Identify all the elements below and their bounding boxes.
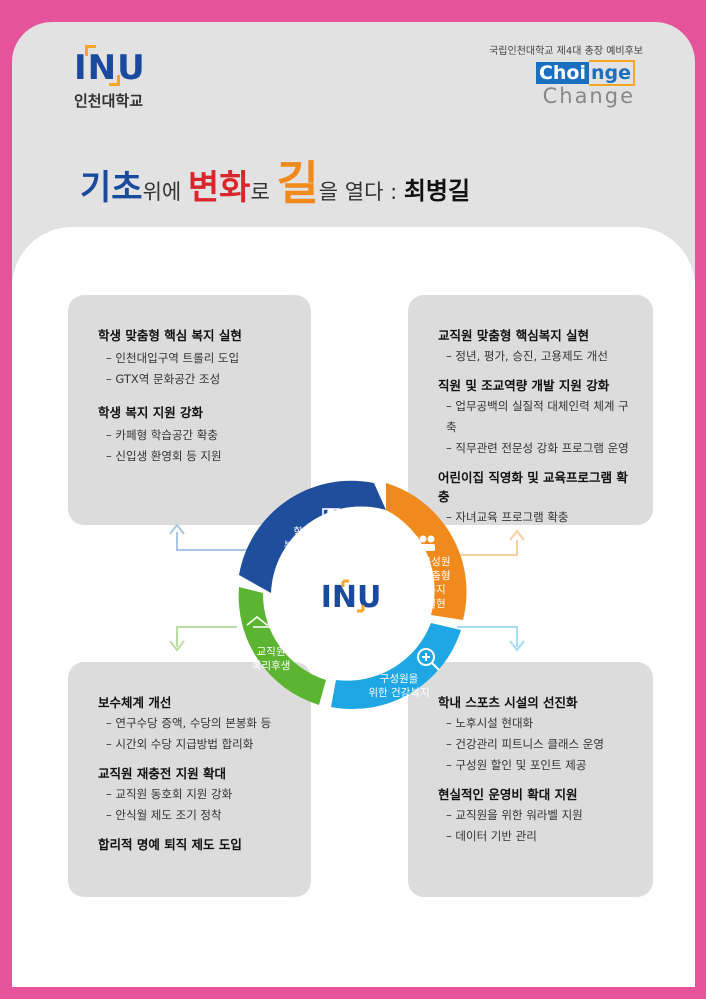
welfare-cycle-diagram: INU 학생 복지지원 구성원 맞춤형 복지 실현 구성원을 위한 건강복지 시… — [169, 480, 525, 713]
seg3-label-1: 구성원을 — [380, 673, 419, 685]
slogan-choi: Choi — [535, 62, 589, 84]
arrow-member — [452, 540, 518, 556]
headline-w6: 을 열다 : — [318, 180, 404, 204]
candidate-tagline: 국립인천대학교 제4대 총장 예비후보 — [489, 46, 643, 57]
headline-w2: 위에 — [142, 180, 188, 204]
student-desk-icon — [321, 508, 341, 524]
list-item: 교직원을 위한 워라벨 지원 — [438, 805, 633, 826]
seg1-label-1: 학생 — [293, 526, 312, 538]
card-title: 학내 스포츠 시설의 선진화 — [438, 695, 578, 710]
list-item: 교직원 동호회 지원 강화 — [98, 784, 291, 805]
list-item: 인천대입구역 트롤리 도입 — [98, 348, 291, 369]
list-item: 시간외 수당 지급방법 합리화 — [98, 734, 291, 755]
seg3-label-2: 위한 건강복지 — [368, 686, 429, 699]
headline-w5: 길 — [276, 156, 319, 210]
handshake-icon — [246, 615, 288, 628]
center-logo: INU — [321, 580, 382, 615]
card-title: 어린이집 직영화 및 교육프로그램 확충 — [438, 470, 628, 504]
inu-logo: INU 인천대학교 — [74, 48, 146, 111]
card-title: 합리적 명예 퇴직 제도 도입 — [98, 837, 242, 852]
segment-member — [386, 483, 467, 620]
seg2-label-4: 실현 — [426, 598, 445, 610]
list-item: 데이터 기반 관리 — [438, 826, 633, 847]
center-logo-accent — [341, 579, 349, 587]
list-item: 구성원 할인 및 포인트 제공 — [438, 755, 633, 776]
logo-subtitle: 인천대학교 — [74, 92, 144, 110]
connector-arrows — [169, 523, 525, 652]
student-welfare-card: 학생 맞춤형 핵심 복지 실현 인천대입구역 트롤리 도입 GTX역 문화공간 … — [68, 295, 311, 525]
list-item: 신입생 환영회 등 지원 — [98, 446, 291, 467]
slogan-nge: nge — [588, 60, 635, 86]
arrow-staff — [176, 626, 237, 647]
list-item: 카페형 학습공간 확충 — [98, 425, 291, 446]
segment-staff — [238, 587, 326, 705]
card-title: 교직원 재충전 지원 확대 — [98, 766, 227, 781]
card-title: 보수체계 개선 — [98, 695, 172, 710]
card-title: 학생 복지 지원 강화 — [98, 405, 204, 420]
list-item: 연구수당 증액, 수당의 본봉화 등 — [98, 713, 291, 734]
list-item: 업무공백의 실질적 대체인력 체계 구축 — [438, 396, 633, 438]
list-item: 직무관련 전문성 강화 프로그램 운영 — [438, 438, 633, 459]
arrow-health — [457, 626, 518, 647]
segment-health — [331, 623, 461, 710]
arrow-staff-head — [169, 640, 185, 652]
card-title: 학생 맞춤형 핵심 복지 실현 — [98, 328, 242, 343]
headline: 기초위에 변화로 길을 열다 : 최병길 — [80, 147, 470, 213]
headline-w4: 로 — [250, 180, 277, 204]
list-item: GTX역 문화공간 조성 — [98, 369, 291, 390]
list-item: 안식월 제도 조기 정착 — [98, 805, 291, 826]
logo-mark: INU — [74, 48, 146, 88]
headline-w1: 기초 — [80, 168, 143, 208]
seg2-label-3: 복지 — [426, 584, 445, 596]
list-item: 정년, 평가, 승진, 고용제도 개선 — [438, 346, 633, 367]
seg3-label-3: 시설 — [389, 701, 408, 713]
arrow-student-head — [169, 523, 185, 535]
list-item: 노후시설 현대화 — [438, 713, 633, 734]
magnifier-plus-icon — [417, 648, 440, 671]
staff-benefits-card: 보수체계 개선 연구수당 증액, 수당의 본봉화 등 시간외 수당 지급방법 합… — [68, 662, 311, 897]
slogan-change: Change — [542, 84, 635, 108]
people-group-icon — [411, 535, 435, 551]
headline-w3: 변화 — [187, 168, 251, 208]
card-title: 교직원 맞춤형 핵심복지 실현 — [438, 328, 590, 343]
seg2-label-2: 맞춤형 — [422, 570, 451, 582]
arrow-health-head — [509, 640, 525, 652]
center-disc — [273, 517, 429, 673]
card-title: 현실적인 운영비 확대 지원 — [438, 787, 578, 802]
segment-student — [239, 480, 386, 593]
seg4-label-2: 복리후생 — [252, 660, 291, 672]
list-item: 자녀교육 프로그램 확충 — [438, 507, 633, 528]
member-welfare-card: 교직원 맞춤형 핵심복지 실현 정년, 평가, 승진, 고용제도 개선 직원 및… — [408, 295, 653, 525]
list-item: 건강관리 피트니스 클래스 운영 — [438, 734, 633, 755]
seg2-label-1: 구성원 — [422, 556, 451, 568]
arrow-member-head — [509, 529, 525, 541]
seg1-label-2: 복지지원 — [284, 540, 323, 552]
seg4-label-1: 교직원 — [257, 646, 286, 658]
candidate-name: 최병길 — [403, 177, 471, 205]
center-logo-accent — [357, 605, 365, 613]
cycle-ring: INU 학생 복지지원 구성원 맞춤형 복지 실현 구성원을 위한 건강복지 시… — [238, 480, 467, 713]
arrow-student — [176, 532, 247, 551]
health-facilities-card: 학내 스포츠 시설의 선진화 노후시설 현대화 건강관리 피트니스 클래스 운영… — [408, 662, 653, 897]
card-title: 직원 및 조교역량 개발 지원 강화 — [438, 378, 610, 393]
